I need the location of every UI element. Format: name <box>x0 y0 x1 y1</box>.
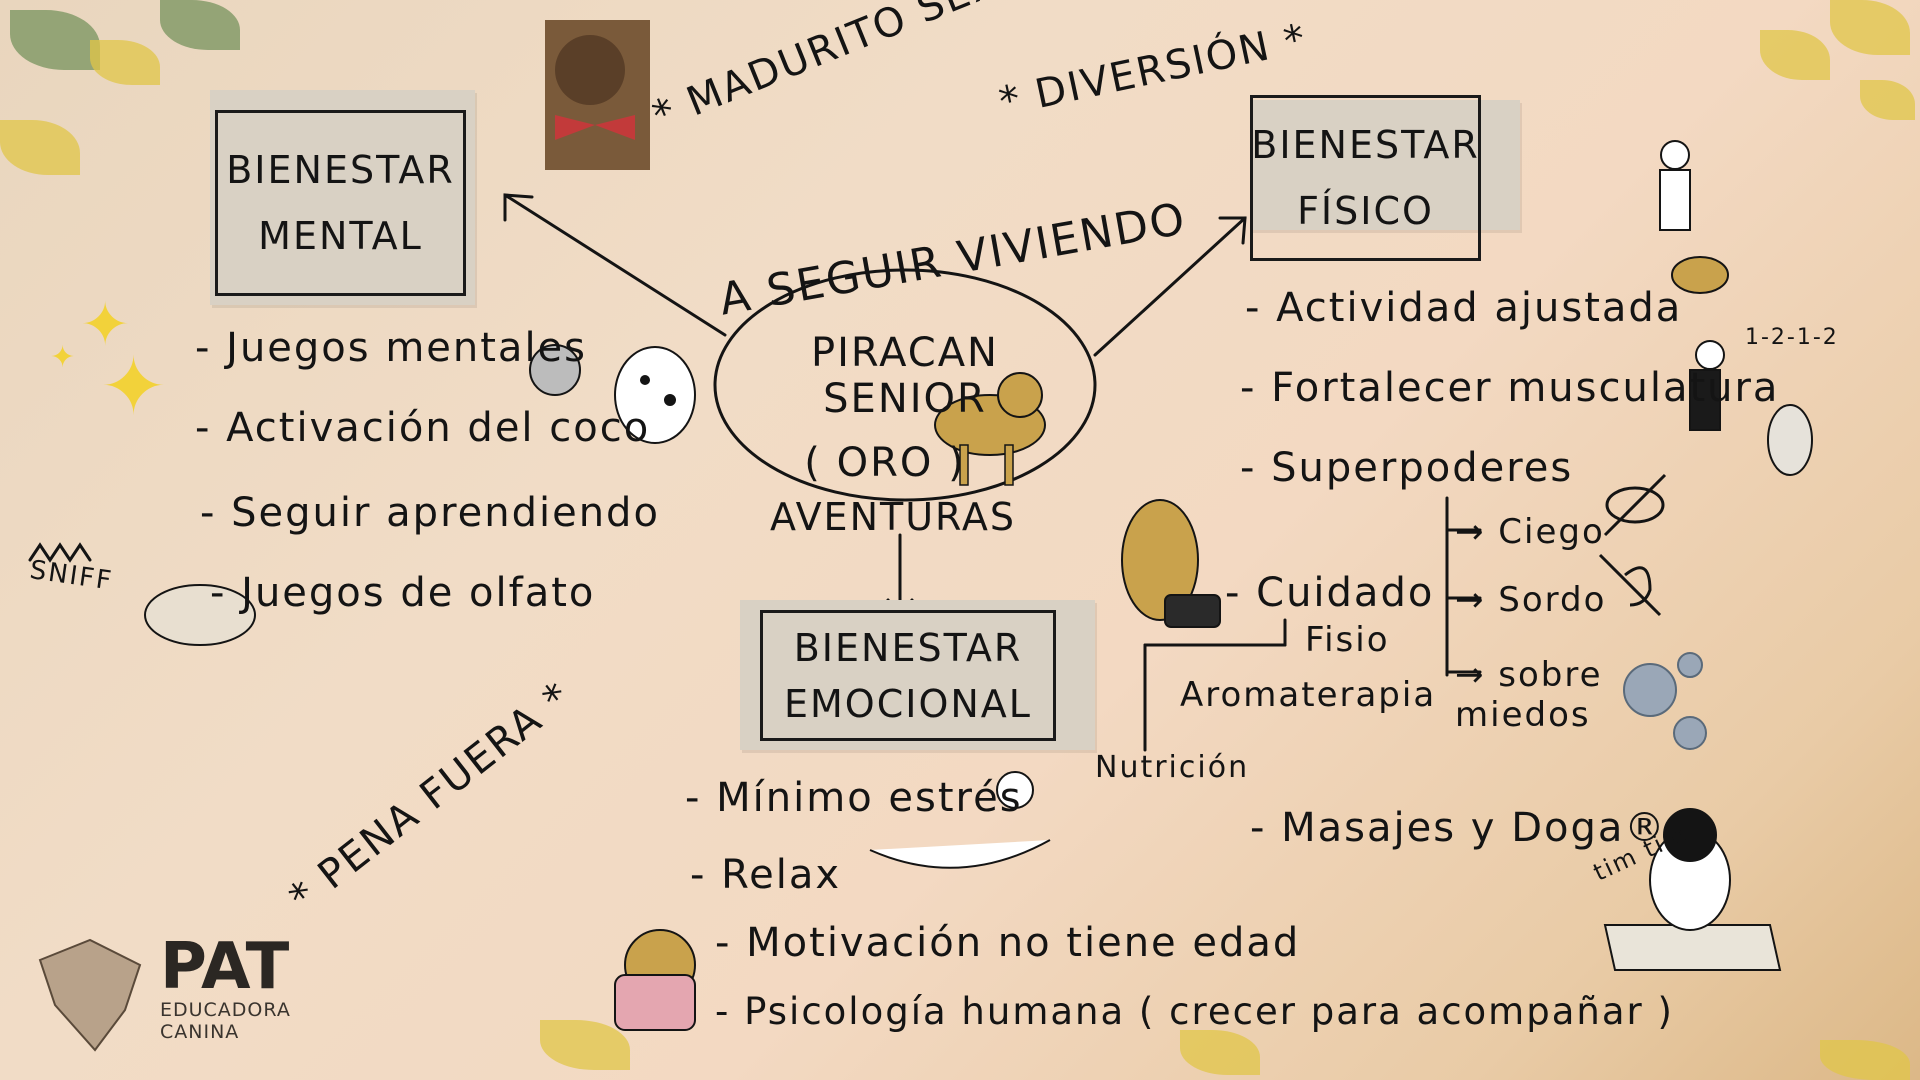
sniff-dog-illustration <box>144 584 256 646</box>
mental-item: - Juegos de olfato <box>210 570 596 616</box>
mental-title-line2: MENTAL <box>258 214 423 258</box>
blind-eye-icon <box>1603 473 1667 537</box>
exercise-illustration <box>1689 340 1813 476</box>
mental-item: - Activación del coco <box>195 405 651 451</box>
emocional-item: - Relax <box>690 852 842 898</box>
aromaterapia-item: Aromaterapia <box>1180 675 1437 715</box>
mental-title-line1: BIENESTAR <box>226 148 455 192</box>
arrow-to-mental <box>503 193 727 337</box>
fisio-dog-illustration <box>1121 499 1221 628</box>
woman-walking-illustration <box>1659 140 1729 294</box>
mental-item: - Seguir aprendiendo <box>200 490 660 536</box>
mental-title: BIENESTAR MENTAL <box>215 110 466 296</box>
logo-line1: EDUCADORA <box>160 999 291 1021</box>
cuidado-item: - Cuidado <box>1225 570 1435 616</box>
star-icon: ✦ <box>50 340 76 375</box>
yoga-dog-illustration <box>1603 808 1782 971</box>
emocional-item: - Mínimo estrés <box>685 775 1023 821</box>
superpoder-item: → sobre miedos <box>1455 655 1603 735</box>
fisico-item: - Actividad ajustada <box>1245 285 1683 331</box>
arrowhead-fisico <box>1218 216 1247 245</box>
emocional-box <box>740 600 1095 750</box>
emocional-title-line1: BIENESTAR <box>793 625 1023 670</box>
star-icon: ✦ <box>100 340 168 433</box>
sniff-lines <box>28 542 92 563</box>
center-title-line2: ( ORO ) <box>804 440 966 486</box>
pat-logo-icon <box>38 938 142 1052</box>
mental-item: - Juegos mentales <box>195 325 588 371</box>
deaf-ear-icon <box>1598 553 1662 617</box>
golden-dog-illustration <box>614 929 696 1031</box>
count-label: 1-2-1-2 <box>1745 325 1839 350</box>
arrowhead-mental <box>503 193 534 222</box>
hammock-illustration <box>869 771 1051 869</box>
superpoder-item: → Sordo <box>1455 580 1607 620</box>
logo-name: PAT <box>160 930 290 1004</box>
masajes-item: - Masajes y Doga® <box>1250 805 1667 851</box>
fisico-title-line1: BIENESTAR <box>1251 123 1480 167</box>
arrow-to-fisico <box>1093 216 1247 357</box>
pat-logo: PAT EDUCADORA CANINA <box>160 935 291 1043</box>
fisico-box <box>1250 100 1520 230</box>
center-title-line1: PIRACAN SENIOR <box>811 330 999 422</box>
emocional-item: - Psicología humana ( crecer para acompa… <box>715 990 1674 1033</box>
logo-line2: CANINA <box>160 1021 240 1043</box>
emocional-item: - Motivación no tiene edad <box>715 920 1301 966</box>
fisio-item: Fisio <box>1305 620 1390 660</box>
aventuras-label: AVENTURAS <box>770 495 1016 539</box>
gears-icon <box>1623 652 1707 750</box>
mental-box <box>210 90 475 305</box>
superpoder-item: → Ciego <box>1455 512 1605 552</box>
center-ellipse <box>713 268 1097 502</box>
bowtie-dog-photo <box>545 20 650 170</box>
thought-bubble-icon <box>529 344 581 396</box>
center-title: PIRACAN SENIOR ( ORO ) <box>740 330 1070 486</box>
emocional-title-line2: EMOCIONAL <box>784 681 1032 726</box>
fisico-title-line2: FÍSICO <box>1297 189 1434 233</box>
star-icon: ✦ <box>80 290 131 360</box>
dalmatian-illustration <box>614 346 696 444</box>
fisico-title: BIENESTAR FÍSICO <box>1250 95 1481 261</box>
fisico-item: - Superpoderes <box>1240 445 1574 491</box>
fisico-item: - Fortalecer musculatura <box>1240 365 1780 411</box>
center-dog-illustration <box>934 372 1046 486</box>
nutricion-item: Nutrición <box>1095 750 1250 785</box>
emocional-title: BIENESTAR EMOCIONAL <box>760 610 1056 741</box>
